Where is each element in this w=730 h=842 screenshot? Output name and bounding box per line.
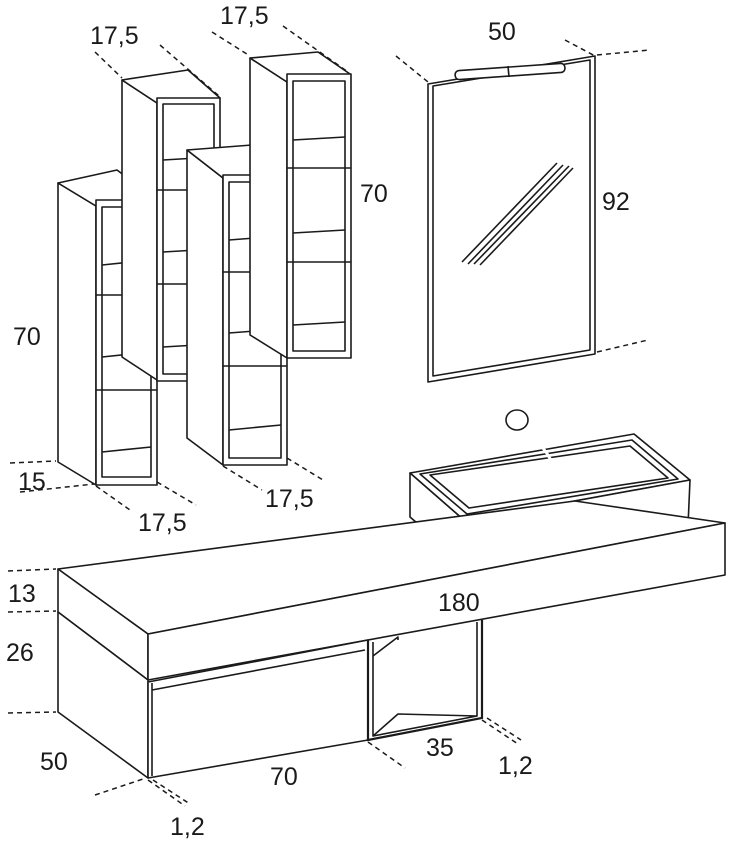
mirror bbox=[427, 55, 596, 383]
dim-shelf-bottom-width-right: 17,5 bbox=[265, 485, 314, 513]
vanity-unit bbox=[57, 500, 726, 779]
dim-open-width: 35 bbox=[426, 734, 454, 762]
dim-drawer-width: 70 bbox=[270, 763, 298, 791]
dim-top-length: 180 bbox=[438, 589, 480, 617]
dim-drawer-height: 26 bbox=[6, 639, 34, 667]
shelving-modules bbox=[57, 51, 352, 486]
dim-top-left-width: 17,5 bbox=[90, 22, 139, 50]
dim-shelf-bottom-width-left: 17,5 bbox=[138, 509, 187, 537]
dim-mirror-height: 92 bbox=[602, 188, 630, 216]
dim-top-right-width: 17,5 bbox=[220, 2, 269, 30]
dim-panel-right: 1,2 bbox=[498, 752, 533, 780]
dim-unit-depth: 50 bbox=[40, 748, 68, 776]
shelving-dimension-lines bbox=[9, 25, 349, 511]
vanity-dimension-lines bbox=[7, 568, 522, 807]
dim-shelf-right-height: 70 bbox=[360, 180, 388, 208]
dim-mirror-width: 50 bbox=[488, 18, 516, 46]
dim-top-thickness: 13 bbox=[8, 580, 36, 608]
mirror-dimension-lines bbox=[395, 39, 651, 353]
dim-shelf-depth: 15 bbox=[18, 468, 46, 496]
dim-panel-left: 1,2 bbox=[170, 813, 205, 841]
dim-shelf-left-height: 70 bbox=[13, 323, 41, 351]
